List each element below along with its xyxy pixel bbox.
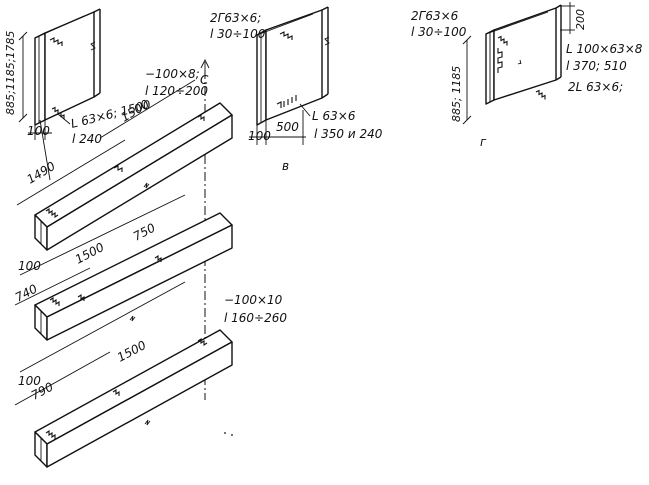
axis-arrow-head xyxy=(200,58,210,69)
panel-c-angle-large-length: l 370; 510 xyxy=(566,59,627,73)
panel-a-dim-100: 100 xyxy=(27,124,50,138)
panel-b-plate-length: l 30÷100 xyxy=(210,27,266,41)
beam-2-dim-100: 100 xyxy=(18,259,41,273)
panel-b-dim-500: 500 xyxy=(276,120,299,134)
beam-3-dim-790-line xyxy=(14,351,111,406)
panel-b-leader xyxy=(299,103,311,117)
beam-mid-plate-length: l 160÷260 xyxy=(224,311,287,325)
beam-2-dim-1500: 1500 xyxy=(73,240,107,267)
beam-top-plate-length: l 120÷200 xyxy=(145,84,208,98)
beam-1-dim-1500-line xyxy=(99,79,196,139)
panel-b-angle-label: L 63×6 xyxy=(312,109,356,123)
panel-b-caption: в xyxy=(282,159,289,173)
beam-1 xyxy=(34,102,233,251)
beam-2 xyxy=(34,212,233,341)
beam-1-dim-ext xyxy=(39,119,51,181)
panel-b-plate-label: 2Г63×6; xyxy=(210,11,261,25)
beam-top-plate-label: −100×8; xyxy=(145,67,200,81)
beam-2-dim-740: 740 xyxy=(13,281,40,304)
panel-c-angle-pair: 2L 63×6; xyxy=(568,80,623,94)
panel-c-caption: г xyxy=(480,135,487,149)
beam-1-dim-1490: 1490 xyxy=(24,159,58,187)
beam-2-dim-750: 750 xyxy=(131,220,158,243)
stray-mark xyxy=(231,434,233,436)
beam-3 xyxy=(34,329,233,468)
panel-c-plate-length: l 30÷100 xyxy=(411,25,467,39)
panel-c-angle-large-label: L 100×63×8 xyxy=(566,42,643,56)
beam-1-dim-1490-line xyxy=(16,139,126,206)
beam-3-dim-1500: 1500 xyxy=(115,338,149,365)
panel-c-plate-label: 2Г63×6 xyxy=(411,9,459,23)
panel-a-angle-length: l 240 xyxy=(72,132,102,146)
panel-c-height-dim: 885; 1185 xyxy=(450,66,463,122)
panel-a-plate xyxy=(18,8,101,140)
beam-mid-plate-label: −100×10 xyxy=(224,293,283,307)
panel-b-plate xyxy=(249,6,330,145)
beam-2-dim-line xyxy=(19,194,186,276)
panel-c-dim-200: 200 xyxy=(574,9,587,30)
stray-mark xyxy=(224,432,226,434)
beam-2-dim-740-line xyxy=(14,267,91,306)
panel-b-angle-length: l 350 и 240 xyxy=(314,127,383,141)
panel-b-dim-100: 100 xyxy=(248,129,271,143)
axis-symbol: C xyxy=(200,73,209,87)
panel-c-plate xyxy=(462,2,575,125)
beam-3-dim-line xyxy=(19,281,186,373)
panel-a-leader xyxy=(57,113,71,125)
beam-3-dim-100: 100 xyxy=(18,374,41,388)
panel-a-height-dim: 885;1185;1785 xyxy=(4,31,17,115)
